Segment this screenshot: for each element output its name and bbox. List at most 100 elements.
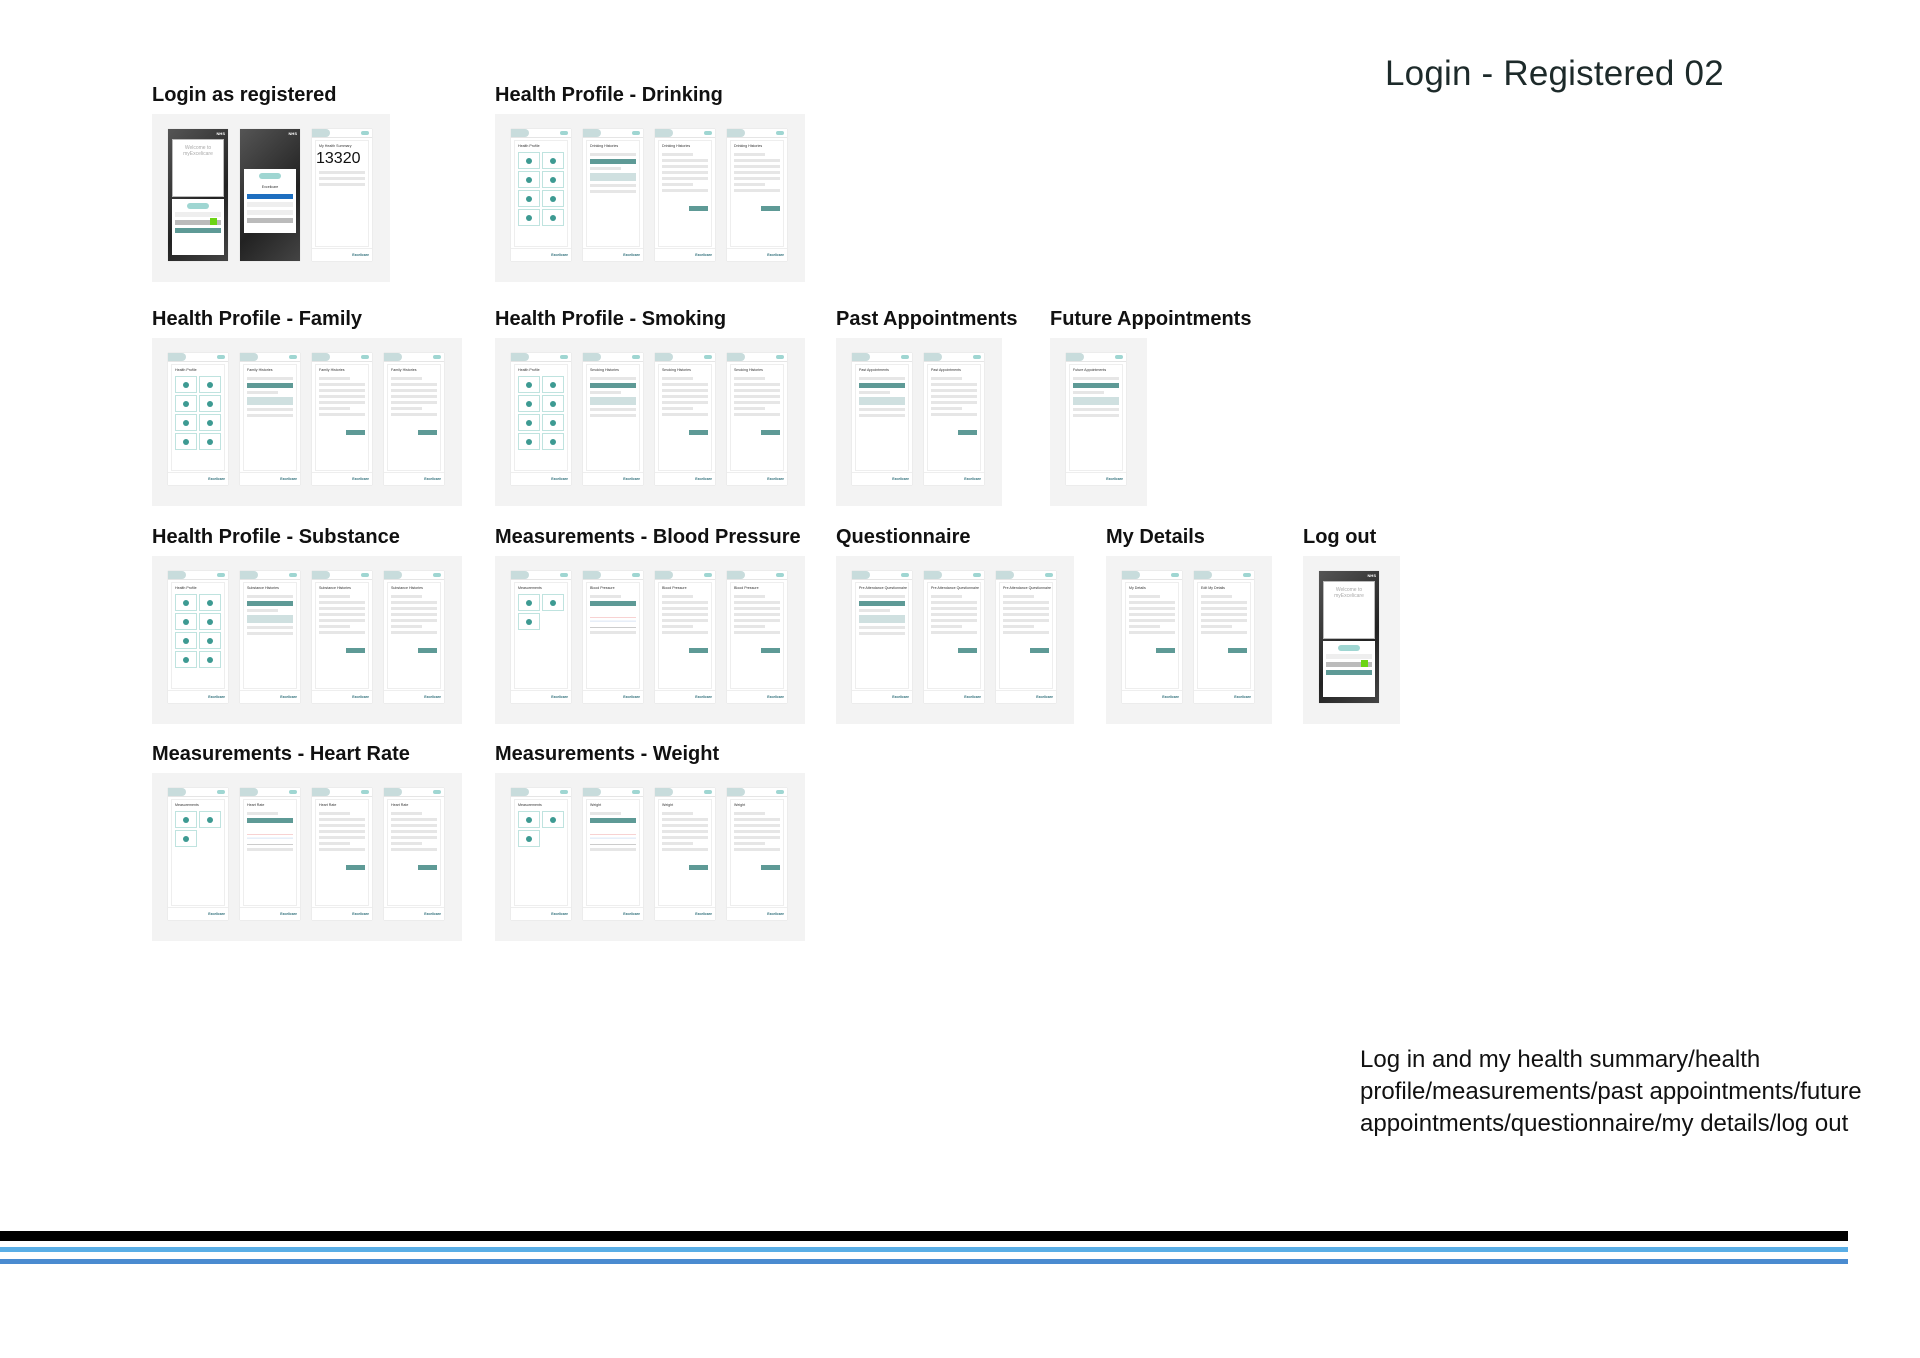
- summary-count: 3: [333, 150, 343, 167]
- screen-thumbnail[interactable]: Health Profile Excelicare: [511, 129, 571, 261]
- screen-thumbnail[interactable]: Family Histories Excelicare: [312, 353, 372, 485]
- screen-thumbnail[interactable]: Drinking Histories Excelicare: [583, 129, 643, 261]
- screen-thumbnail[interactable]: Substance Histories Excelicare: [384, 571, 444, 703]
- screen-thumbnail[interactable]: Measurements Excelicare: [168, 788, 228, 920]
- screen-thumbnail[interactable]: Weight Excelicare: [583, 788, 643, 920]
- screen-thumbnail[interactable]: Family Histories Excelicare: [384, 353, 444, 485]
- screens-card[interactable]: Measurements Excelicare Weight Excelicar…: [495, 773, 805, 941]
- screen-title: Substance Histories: [247, 586, 279, 590]
- screens-card[interactable]: Health Profile Excelicare Family Histori…: [152, 338, 462, 506]
- screens-card[interactable]: Health Profile Excelicare Substance Hist…: [152, 556, 462, 724]
- category-tile: [518, 171, 540, 188]
- logo-icon: [1243, 573, 1251, 577]
- category-tile: [175, 651, 197, 668]
- screen-thumbnail[interactable]: Pre Attendance Questionnaire Excelicare: [924, 571, 984, 703]
- screen-thumbnail[interactable]: Past Appointments Excelicare: [852, 353, 912, 485]
- screen-thumbnail[interactable]: Substance Histories Excelicare: [312, 571, 372, 703]
- section-label: Measurements - Heart Rate: [152, 743, 410, 765]
- logo-icon: [560, 790, 568, 794]
- screens-card[interactable]: My Details Excelicare Edit My Details Ex…: [1106, 556, 1272, 724]
- footer-brand: Excelicare: [623, 695, 640, 699]
- section-label: Measurements - Blood Pressure: [495, 526, 801, 548]
- divider-blue-light: [0, 1247, 1848, 1252]
- screens-card[interactable]: Pre Attendance Questionnaire Excelicare …: [836, 556, 1074, 724]
- category-tile: [518, 433, 540, 450]
- screens-card[interactable]: Health Profile Excelicare Drinking Histo…: [495, 114, 805, 282]
- screen-thumbnail[interactable]: Drinking Histories Excelicare: [655, 129, 715, 261]
- screen-thumbnail[interactable]: Heart Rate Excelicare: [240, 788, 300, 920]
- category-tile: [175, 414, 197, 431]
- category-icon: [183, 835, 189, 842]
- screen-thumbnail[interactable]: Family Histories Excelicare: [240, 353, 300, 485]
- welcome-text: Welcome to myExcelicare: [183, 145, 213, 157]
- screen-thumbnail[interactable]: Weight Excelicare: [655, 788, 715, 920]
- screen-thumbnail[interactable]: Measurements Excelicare: [511, 788, 571, 920]
- category-icon: [526, 419, 532, 426]
- screen-title: Pre Attendance Questionnaire: [1003, 586, 1051, 590]
- menu-pill: [312, 129, 330, 137]
- screen-thumbnail[interactable]: Smoking Histories Excelicare: [655, 353, 715, 485]
- screen-title: Drinking Histories: [590, 144, 619, 148]
- logo-icon: [632, 355, 640, 359]
- screens-card[interactable]: NHS Welcome to myExcelicare: [1303, 556, 1400, 724]
- screen-title: My Health Summary: [319, 144, 352, 148]
- screen-thumbnail[interactable]: Health Profile Excelicare: [511, 353, 571, 485]
- category-tile: [542, 376, 564, 393]
- screen-thumbnail[interactable]: Heart Rate Excelicare: [384, 788, 444, 920]
- screen-thumbnail[interactable]: Smoking Histories Excelicare: [727, 353, 787, 485]
- screen-thumbnail[interactable]: Health Profile Excelicare: [168, 571, 228, 703]
- menu-pill: [583, 788, 601, 796]
- screen-thumbnail[interactable]: NHS Welcome to myExcelicare: [1319, 571, 1379, 703]
- logo-icon: [289, 355, 297, 359]
- category-icon: [183, 656, 189, 663]
- logo-icon: [361, 790, 369, 794]
- category-tile: [542, 395, 564, 412]
- screen-thumbnail[interactable]: Substance Histories Excelicare: [240, 571, 300, 703]
- screen-thumbnail[interactable]: Future Appointments Excelicare: [1066, 353, 1126, 485]
- screen-thumbnail[interactable]: Health Profile Excelicare: [168, 353, 228, 485]
- screen-thumbnail[interactable]: Blood Pressure Excelicare: [583, 571, 643, 703]
- screen-thumbnail[interactable]: Heart Rate Excelicare: [312, 788, 372, 920]
- category-icon: [526, 618, 532, 625]
- screen-thumbnail[interactable]: Smoking Histories Excelicare: [583, 353, 643, 485]
- menu-pill: [511, 571, 529, 579]
- screens-card[interactable]: Past Appointments Excelicare Past Appoin…: [836, 338, 1002, 506]
- screen-thumbnail[interactable]: Blood Pressure Excelicare: [727, 571, 787, 703]
- screens-card[interactable]: Future Appointments Excelicare: [1050, 338, 1147, 506]
- category-icon: [550, 816, 556, 823]
- menu-pill: [727, 353, 745, 361]
- screen-thumbnail[interactable]: NHS Welcome to myExcelicare: [168, 129, 228, 261]
- category-icon: [207, 656, 213, 663]
- screen-thumbnail[interactable]: Edit My Details Excelicare: [1194, 571, 1254, 703]
- category-tile: [175, 632, 197, 649]
- screens-card[interactable]: Measurements Excelicare Blood Pressure E…: [495, 556, 805, 724]
- screen-thumbnail[interactable]: My Details Excelicare: [1122, 571, 1182, 703]
- screen-thumbnail[interactable]: Measurements Excelicare: [511, 571, 571, 703]
- screens-card[interactable]: Health Profile Excelicare Smoking Histor…: [495, 338, 805, 506]
- screen-thumbnail[interactable]: Weight Excelicare: [727, 788, 787, 920]
- screen-thumbnail[interactable]: Drinking Histories Excelicare: [727, 129, 787, 261]
- screen-thumbnail[interactable]: NHS Excelicare: [240, 129, 300, 261]
- logo-icon: [776, 790, 784, 794]
- screen-title: Measurements: [175, 803, 199, 807]
- logo-icon: [361, 355, 369, 359]
- screen-thumbnail[interactable]: Blood Pressure Excelicare: [655, 571, 715, 703]
- screens-card[interactable]: NHS Welcome to myExcelicare NHS Excelica…: [152, 114, 390, 282]
- screen-title: Edit My Details: [1201, 586, 1225, 590]
- category-icon: [183, 816, 189, 823]
- screen-title: Weight: [734, 803, 746, 807]
- nhs-logo: NHS: [1367, 573, 1376, 578]
- screen-thumbnail[interactable]: Pre Attendance Questionnaire Excelicare: [852, 571, 912, 703]
- screen-title: Past Appointments: [859, 368, 889, 372]
- click-indicator-icon: [1361, 660, 1368, 667]
- screens-card[interactable]: Measurements Excelicare Heart Rate Excel…: [152, 773, 462, 941]
- screen-thumbnail[interactable]: Past Appointments Excelicare: [924, 353, 984, 485]
- screen-thumbnail[interactable]: Pre Attendance Questionnaire Excelicare: [996, 571, 1056, 703]
- category-tile: [199, 414, 221, 431]
- category-icon: [207, 599, 213, 606]
- logo-icon: [433, 790, 441, 794]
- menu-pill: [924, 571, 942, 579]
- click-indicator-icon: [210, 218, 217, 225]
- excelicare-logo-icon: [187, 203, 209, 209]
